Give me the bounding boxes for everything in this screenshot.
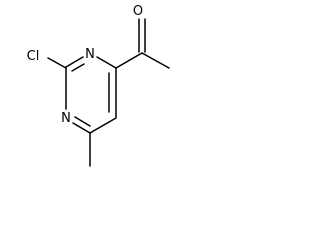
- bond-n3-c2-inner: [71, 63, 85, 72]
- chemical-structure-diagram: O Cl N N: [27, 4, 170, 167]
- pyrimidine-ring: [65, 56, 117, 134]
- bond-carbonyl-methyl: [141, 52, 170, 69]
- chlorine-label: Cl: [27, 49, 40, 64]
- atom-labels: O Cl N N: [27, 4, 143, 126]
- bond-n1-c6-outer: [72, 122, 91, 134]
- substituents: [47, 18, 170, 167]
- bond-c4-n3: [96, 56, 117, 69]
- bond-n1-c6-inner: [74, 116, 91, 127]
- bond-c4-carbonyl: [115, 52, 143, 69]
- oxygen-label: O: [133, 4, 143, 19]
- bond-c6-c5: [89, 117, 117, 134]
- nitrogen-top-label: N: [85, 47, 95, 62]
- nitrogen-bottom-label: N: [61, 111, 71, 126]
- bond-c2-cl: [47, 57, 67, 69]
- bond-n3-c2-outer: [65, 56, 84, 68]
